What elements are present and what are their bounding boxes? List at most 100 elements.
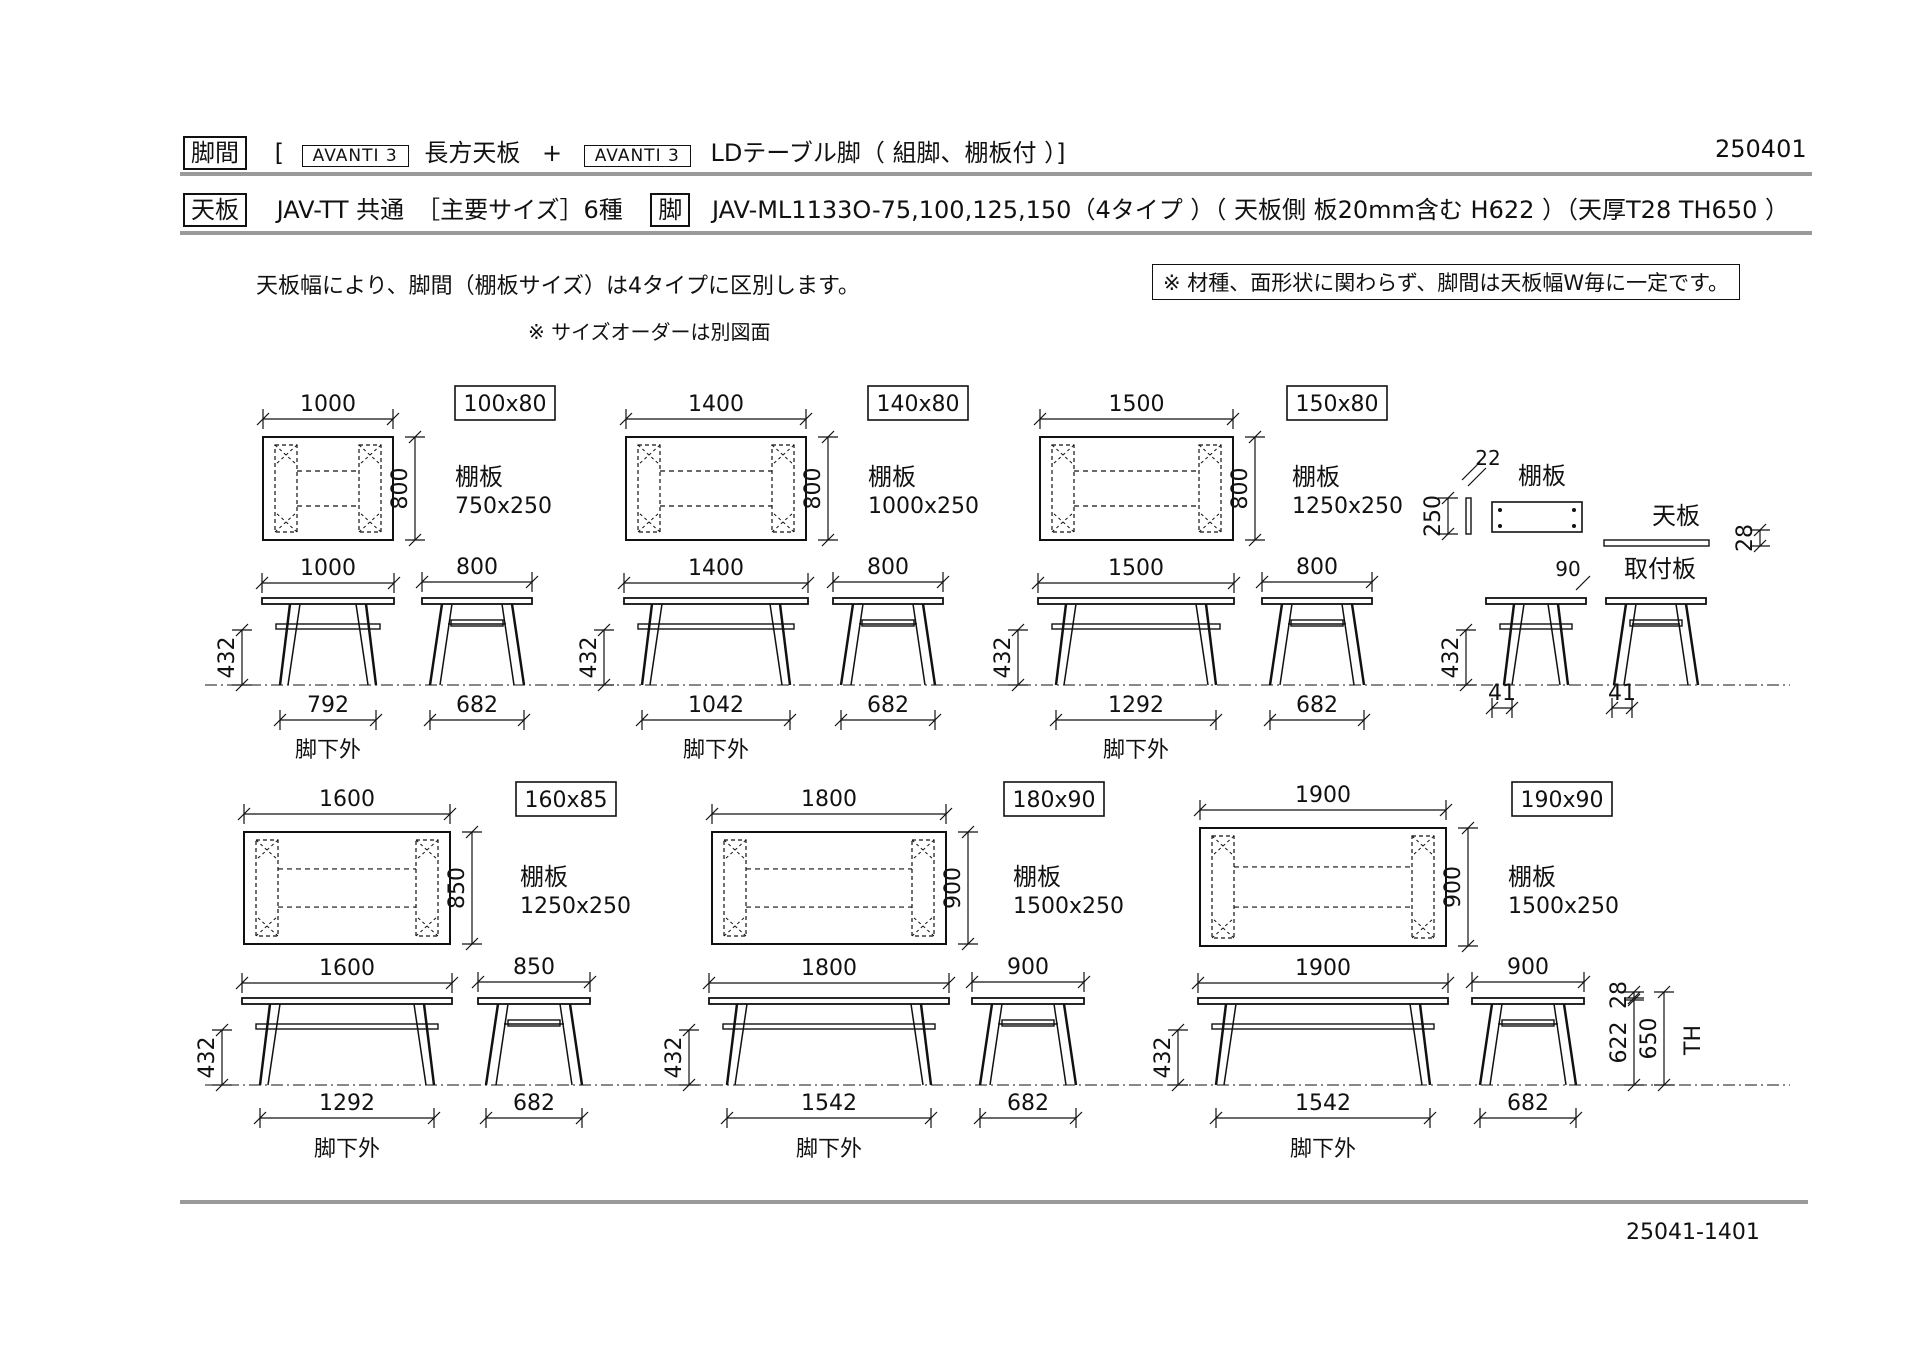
table-3-plan-leg-cross [1051, 444, 1075, 466]
table-3-tag: 150x80 [1295, 392, 1378, 417]
table-1-front-h-value: 432 [215, 637, 240, 679]
table-5-side-depth-tick [1077, 975, 1091, 989]
doc-date: 250401 [1715, 135, 1807, 163]
table-5-foot-side-tick [1069, 1111, 1083, 1125]
table-4-front-leg-r [422, 1003, 436, 1086]
detail-top-label: 天板 [1652, 502, 1700, 530]
table-5-front-h-tick [682, 1023, 696, 1037]
table-2-side-depth-tick [826, 575, 840, 589]
table-6-front-leg-r2 [1409, 1003, 1423, 1086]
table-2-plan-leg-0 [637, 444, 661, 533]
table-4-foot-side-tick [575, 1111, 589, 1125]
table-3-plan-width-value: 1500 [1109, 392, 1165, 417]
table-6-front-top [1197, 997, 1449, 1005]
table-4-tag-box [515, 781, 617, 817]
table-3-side-leg-l2 [1279, 603, 1293, 686]
table-4-front-h-tick [215, 1078, 229, 1092]
chain-h650-tick [1657, 985, 1671, 999]
table-2-plan-width-value: 1400 [688, 392, 744, 417]
ml-text: JAV-ML1133O-75,100,125,150（4タイプ ）（ 天板側 板… [712, 196, 1789, 224]
table-1-front-leg-r2 [355, 603, 369, 686]
table-5-foot-side-tick [973, 1111, 987, 1125]
chain-h28-tick [1627, 991, 1641, 1005]
table-6-plan-width-tick [1439, 803, 1453, 817]
table-5-shelf-label: 棚板 [1013, 863, 1061, 891]
table-5-front-leg-l2 [734, 1003, 748, 1086]
table-6-shelf-label: 棚板 [1508, 863, 1556, 891]
detail-foot-value: 41 [1488, 681, 1516, 706]
table-6-plan-leg-0 [1211, 835, 1235, 939]
table-6-foot-tick [1209, 1111, 1223, 1125]
table-5-plan-depth-tick [961, 825, 975, 839]
table-4-front-width-tick [445, 976, 459, 990]
detail-shelf-label: 棚板 [1518, 462, 1566, 490]
table-3-plan-depth-tick [1248, 533, 1262, 547]
table-6-foot-side-value: 682 [1507, 1091, 1549, 1116]
table-6-side-depth-tick [1577, 975, 1591, 989]
table-4-plan-depth-tick [465, 825, 479, 839]
table-6-plan-depth-tick [1461, 939, 1475, 953]
table-6-front-width-value: 1900 [1295, 956, 1351, 981]
table-5-foot-value: 1542 [801, 1091, 857, 1116]
table-3-side-leg-r2 [1341, 603, 1355, 686]
table-3-front-leg-l2 [1063, 603, 1077, 686]
table-3-plan-leg-0 [1051, 444, 1075, 533]
table-3-shelf-label: 棚板 [1292, 463, 1340, 491]
table-2-tag-box [867, 385, 969, 421]
table-2-foot-value: 1042 [688, 693, 744, 718]
table-2-front-width-tick [617, 576, 631, 590]
detail-shelf-side [1465, 497, 1472, 535]
table-6-front-width-tick [1441, 976, 1455, 990]
table-2-side-leg-l [839, 603, 855, 686]
table-5-plan-leg-0 [723, 839, 747, 937]
table-4-front-h-value: 432 [195, 1037, 220, 1079]
table-3-plan-depth-tick [1248, 430, 1262, 444]
table-5-front-top [708, 997, 950, 1005]
table-1-foot-label: 脚下外 [295, 738, 361, 763]
table-4-foot-side-value: 682 [513, 1091, 555, 1116]
table-6-front-h-tick [1171, 1023, 1185, 1037]
table-5-plan-leg-cross [911, 839, 935, 861]
doc-number: 25041-1401 [1626, 1220, 1760, 1245]
detail-h432-tick [1459, 623, 1473, 637]
table-1-plan-leg-cross [358, 511, 382, 533]
detail-top-thick-tick [1753, 539, 1767, 553]
table-1-plan-depth-tick [408, 430, 422, 444]
table-1-tag: 100x80 [463, 392, 546, 417]
table-5-plan-outline [711, 831, 947, 945]
table-3-plan-outline [1039, 436, 1234, 541]
detail-height-value: 250 [1421, 495, 1446, 537]
detail-thick: 22 [1475, 446, 1500, 470]
table-5-foot-tick [924, 1111, 938, 1125]
table-4-plan-leg-cross [255, 839, 279, 861]
detail-foot-tick [1485, 701, 1499, 715]
table-2-plan-outline [625, 436, 807, 541]
table-3-side-top [1261, 597, 1373, 605]
table-1-side-depth-tick [525, 575, 539, 589]
table-6-side-shelf-edge [1501, 1019, 1555, 1027]
table-5-plan-width-value: 1800 [801, 787, 857, 812]
detail-height-tick [1441, 491, 1455, 505]
table-1-foot-side-tick [423, 713, 437, 727]
detail-front-leg-l [1502, 603, 1516, 686]
table-2-front-shelf [637, 623, 795, 630]
table-4-tag: 160x85 [524, 788, 607, 813]
table-6-plan-leg-cross [1411, 917, 1435, 939]
table-5-front-leg-r2 [910, 1003, 924, 1086]
table-6-front-h-tick [1171, 1078, 1185, 1092]
table-6-front-leg-l [1214, 1003, 1228, 1086]
table-1-front-leg-r [364, 603, 378, 686]
table-5-tag-box [1003, 781, 1105, 817]
table-1-front-top [261, 597, 395, 605]
table-5-side-depth-value: 900 [1007, 955, 1049, 980]
detail-hole [1572, 508, 1576, 512]
table-4-plan-leg-cross [415, 915, 439, 937]
table-5-foot-label: 脚下外 [796, 1137, 862, 1162]
table-3-plan-leg-1 [1198, 444, 1222, 533]
table-5-side-shelf-edge [1001, 1019, 1055, 1027]
detail-foot-side-tick [1625, 701, 1639, 715]
table-3-side-depth-value: 800 [1296, 555, 1338, 580]
table-5-plan-width-tick [939, 807, 953, 821]
detail-hole [1498, 508, 1502, 512]
header-row-2: 天板 JAV-TT 共通 ［主要サイズ］6種 脚 JAV-ML1133O-75,… [183, 190, 1789, 227]
